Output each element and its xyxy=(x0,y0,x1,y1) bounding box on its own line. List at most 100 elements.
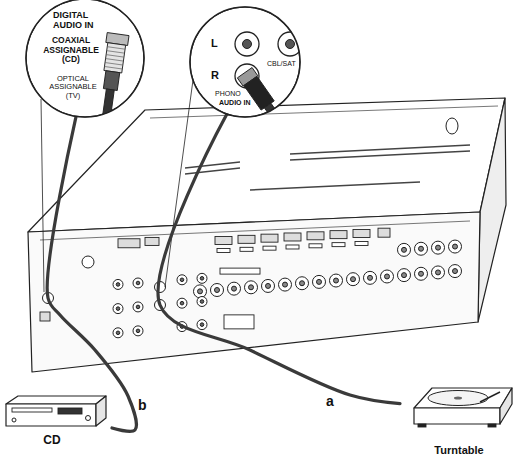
speaker-terminal xyxy=(449,240,462,253)
rca-jack xyxy=(177,275,187,285)
label-plate xyxy=(355,241,368,245)
label-plate xyxy=(286,245,299,249)
speaker-terminal-core xyxy=(215,288,220,293)
label-plate xyxy=(217,249,230,253)
hdmi-port xyxy=(330,231,347,239)
label-plate xyxy=(332,243,345,247)
sleeve-ridge xyxy=(106,59,124,62)
disc-tray xyxy=(12,408,52,412)
spindle xyxy=(454,397,462,400)
vent-slot xyxy=(250,182,420,190)
device-label: CD xyxy=(0,434,104,447)
receiver-side xyxy=(478,98,506,322)
speaker-terminal xyxy=(415,267,428,280)
rca-jack-l xyxy=(235,32,259,56)
leader-line xyxy=(165,80,193,287)
jack-label: DIGITAL AUDIO IN xyxy=(53,10,113,30)
jack-label: COAXIAL ASSIGNABLE (CD) xyxy=(39,36,103,65)
node-drawing xyxy=(6,396,106,426)
speaker-terminal-core xyxy=(453,244,458,249)
speaker-terminal xyxy=(415,242,428,255)
channel-label: L xyxy=(211,37,225,49)
speaker-terminal xyxy=(245,281,258,294)
rca-jack-core xyxy=(200,300,204,304)
plug-sleeve xyxy=(104,43,126,73)
rca-jack xyxy=(113,279,123,289)
speaker-terminal-core xyxy=(453,269,458,274)
speaker-terminal xyxy=(194,285,207,298)
player-front xyxy=(6,404,96,426)
av-receiver xyxy=(28,80,506,372)
speaker-terminal xyxy=(262,279,275,292)
sleeve-ridge xyxy=(106,55,124,58)
rca-jack-core xyxy=(180,278,184,282)
callout-fill xyxy=(190,7,300,117)
network-port xyxy=(118,239,140,248)
hdmi-port xyxy=(261,234,278,242)
speaker-terminal xyxy=(449,265,462,278)
cable-callout: b xyxy=(138,398,147,412)
rca-jack xyxy=(177,298,187,308)
turntable: Turntable xyxy=(400,366,518,462)
speaker-terminal-core xyxy=(368,275,373,280)
sleeve-ridge xyxy=(107,51,125,54)
speaker-terminal-core xyxy=(317,279,322,284)
speaker-terminal xyxy=(228,282,241,295)
speaker-terminal-core xyxy=(232,286,237,291)
hdmi-port xyxy=(353,229,370,237)
speaker-terminal-core xyxy=(351,277,356,282)
ground-terminal xyxy=(82,256,94,268)
speaker-terminal xyxy=(398,269,411,282)
speaker-terminal-core xyxy=(334,278,339,283)
rca-jack xyxy=(113,304,123,314)
jack-label: PHONO xyxy=(215,90,249,98)
receiver-top xyxy=(28,98,505,232)
sleeve-ridge xyxy=(104,66,122,69)
speaker-terminal xyxy=(313,275,326,288)
cd-player: CD xyxy=(0,390,112,456)
hdmi-port xyxy=(238,235,255,243)
antenna-block xyxy=(224,315,254,329)
speaker-terminal xyxy=(432,241,445,254)
speaker-terminal-core xyxy=(402,273,407,278)
jack-label: AUDIO IN xyxy=(219,99,259,107)
rca-jack-core xyxy=(136,305,140,309)
rca-jack xyxy=(133,302,143,312)
speaker-terminal xyxy=(279,278,292,291)
rca-jack xyxy=(197,320,207,330)
top-bevel xyxy=(150,106,498,118)
turntable-foot xyxy=(418,424,426,427)
callout-circle: L R PHONOAUDIO IN CBL/SAT xyxy=(189,6,301,118)
speaker-terminal-core xyxy=(419,246,424,251)
cable-callout: a xyxy=(326,394,334,408)
speaker-terminal xyxy=(364,271,377,284)
usb-port xyxy=(145,237,159,245)
speaker-terminal-core xyxy=(198,289,203,294)
label-plate xyxy=(240,247,253,251)
jack-label: CBL/SAT xyxy=(267,60,301,68)
speaker-terminal xyxy=(398,243,411,256)
tonearm xyxy=(480,392,500,402)
audio-cable xyxy=(47,117,136,431)
label-plate xyxy=(263,246,276,250)
rca-jack xyxy=(133,278,143,288)
sleeve-ridge xyxy=(107,47,125,50)
node-drawing xyxy=(414,388,512,427)
speaker-terminal-core xyxy=(419,271,424,276)
rca-jack-core xyxy=(136,329,140,333)
speaker-terminal-core xyxy=(436,245,441,250)
channel-label: R xyxy=(211,69,225,81)
device-label: Turntable xyxy=(400,444,518,456)
speaker-terminal-core xyxy=(436,270,441,275)
rca-jack-l-core xyxy=(243,40,252,49)
hdmi-port xyxy=(215,237,232,245)
rca-jack-core xyxy=(116,307,120,311)
speaker-terminal xyxy=(381,270,394,283)
rca-jack-core xyxy=(286,40,295,49)
mount-hole xyxy=(446,118,458,134)
audio-cable xyxy=(158,115,400,404)
callout-border xyxy=(26,0,144,117)
speaker-terminal-core xyxy=(249,285,254,290)
player-button xyxy=(86,416,91,421)
sleeve-ridge xyxy=(105,63,123,66)
